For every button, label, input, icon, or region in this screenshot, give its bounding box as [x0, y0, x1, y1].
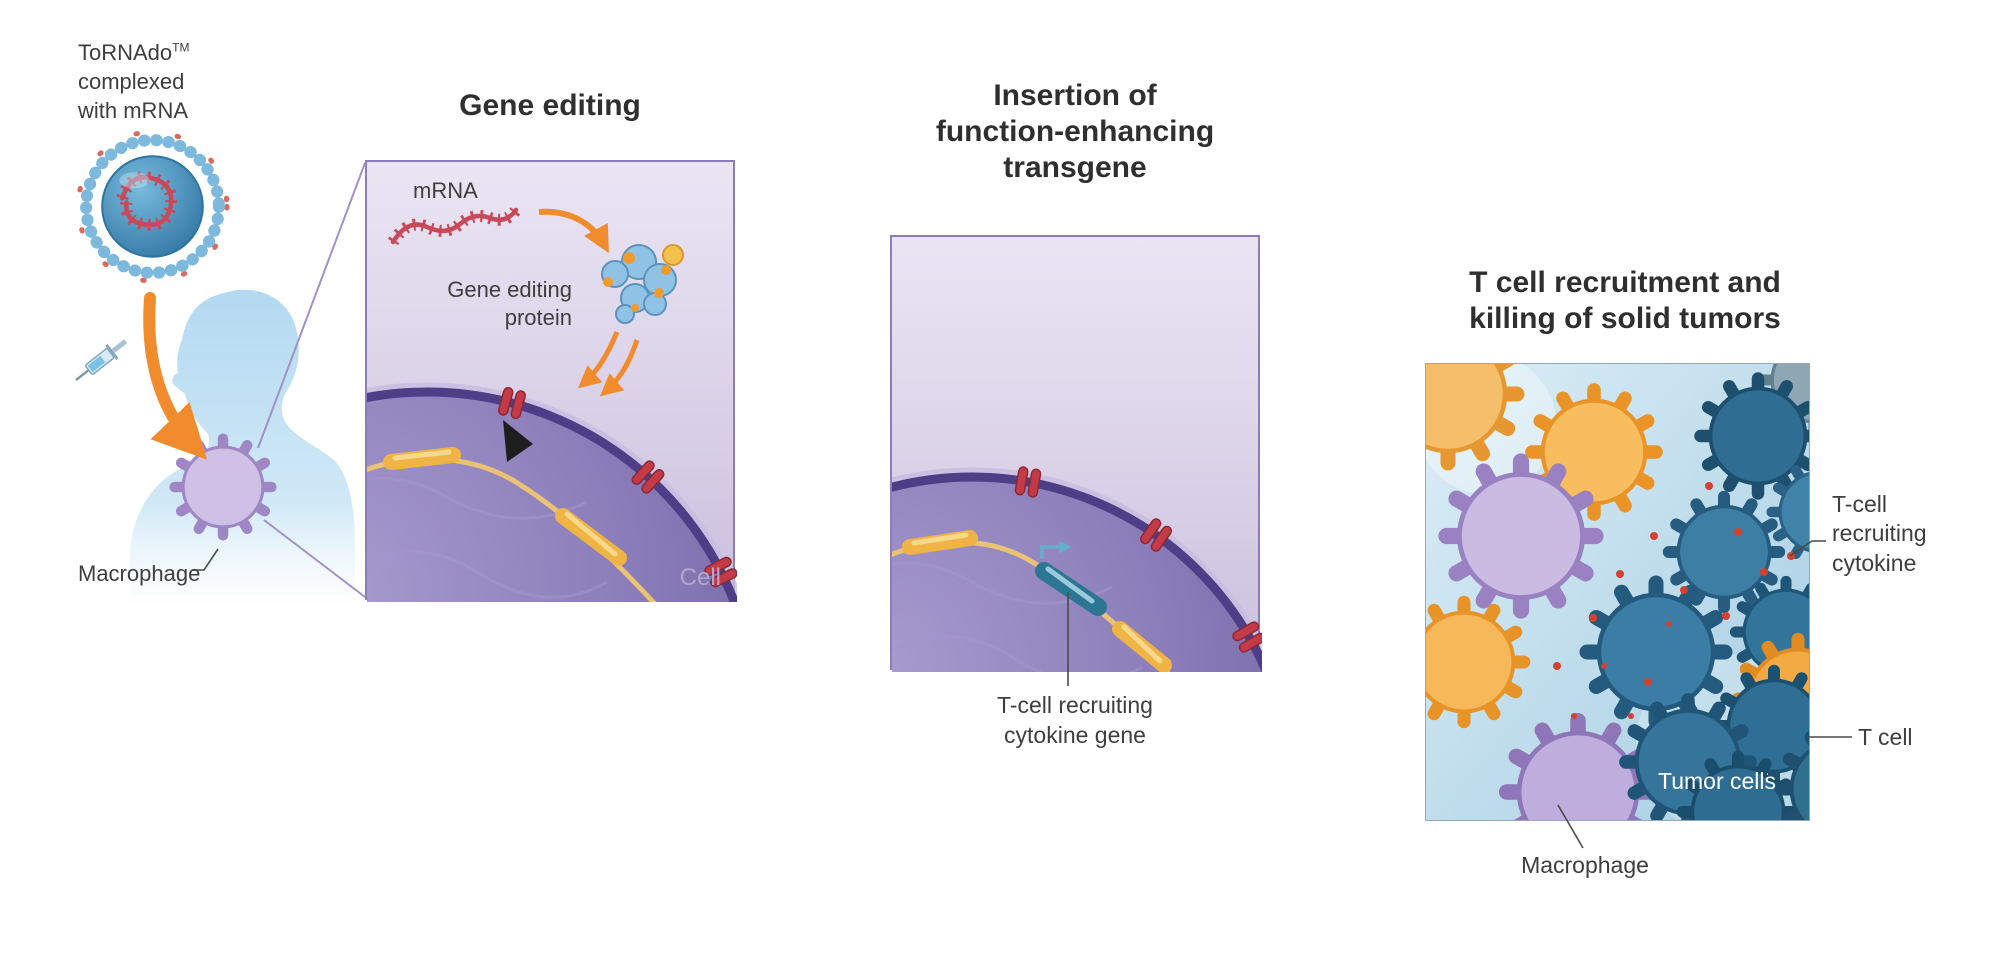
gene-editing-panel: mRNA Gene editing protein Cell — [365, 160, 737, 602]
transgene-capsule — [1035, 562, 1107, 616]
nucleus-halo — [892, 467, 1262, 652]
tumor-scene-illustration — [1426, 364, 1809, 820]
tumor-cells-label: Tumor cells — [1658, 768, 1776, 794]
gene-capsule — [555, 508, 627, 566]
chromatin-squiggles — [892, 561, 1143, 672]
gene-editing-protein-icon — [601, 244, 684, 324]
insertion-arrowhead-icon — [503, 420, 533, 462]
nanoparticle-core — [101, 155, 204, 258]
macrophage-label-left: Macrophage — [78, 561, 201, 586]
protein-to-cell-arrow — [599, 339, 640, 397]
cytokine-gene-label: T-cell recruiting cytokine gene — [997, 692, 1153, 749]
tcell-label: T cell — [1858, 724, 1913, 750]
cell-label: Cell — [679, 564, 721, 592]
gene-editing-title: Gene editing — [459, 89, 641, 122]
mrna-to-protein-arrow — [538, 208, 609, 254]
gene-capsule — [902, 530, 978, 555]
tcell-title: T cell recruitment and killing of solid … — [1469, 266, 1781, 335]
chromatin-squiggles — [367, 476, 608, 599]
nanoparticle-icon — [75, 129, 230, 284]
transgene-title: Insertion of function-enhancing transgen… — [935, 79, 1215, 184]
transgene-panel — [890, 235, 1262, 672]
nanoparticle-label: ToRNAdoTM complexed with mRNA — [78, 40, 190, 124]
transgene-illustration — [892, 465, 1262, 672]
protein-to-cell-arrow — [577, 331, 620, 389]
macrophage-cell-icon — [168, 432, 278, 542]
nucleus-icon — [892, 472, 1262, 672]
highlight — [119, 172, 150, 189]
gene-capsule — [1112, 621, 1172, 672]
cytokine-label: T-cell recruiting cytokine — [1832, 491, 1927, 576]
mrna-icon — [116, 171, 178, 231]
nucleus-halo — [367, 382, 737, 597]
macrophage-label-panel3: Macrophage — [1521, 852, 1649, 878]
protein-label: Gene editing protein — [447, 277, 572, 330]
mrna-icon — [387, 206, 521, 246]
nucleus-icon — [367, 387, 737, 602]
gene-editing-illustration — [367, 206, 737, 602]
mrna-label: mRNA — [413, 178, 478, 203]
tumor-scene-panel — [1425, 363, 1810, 821]
promoter-arrow-icon — [1040, 540, 1072, 559]
gene-capsule — [383, 447, 461, 470]
spike-ring-icon — [75, 129, 230, 284]
syringe-icon — [75, 339, 128, 381]
lipid-ring-icon — [80, 134, 225, 279]
